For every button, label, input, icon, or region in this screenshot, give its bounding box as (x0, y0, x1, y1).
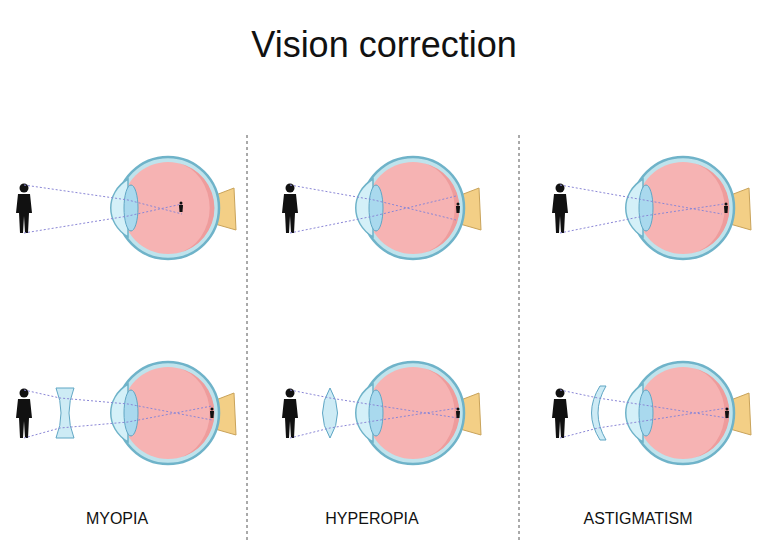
condition-label: MYOPIA (86, 510, 148, 528)
condition-label: HYPEROPIA (325, 510, 418, 528)
condition-label: ASTIGMATISM (583, 510, 692, 528)
diagram-title: Vision correction (251, 24, 516, 66)
